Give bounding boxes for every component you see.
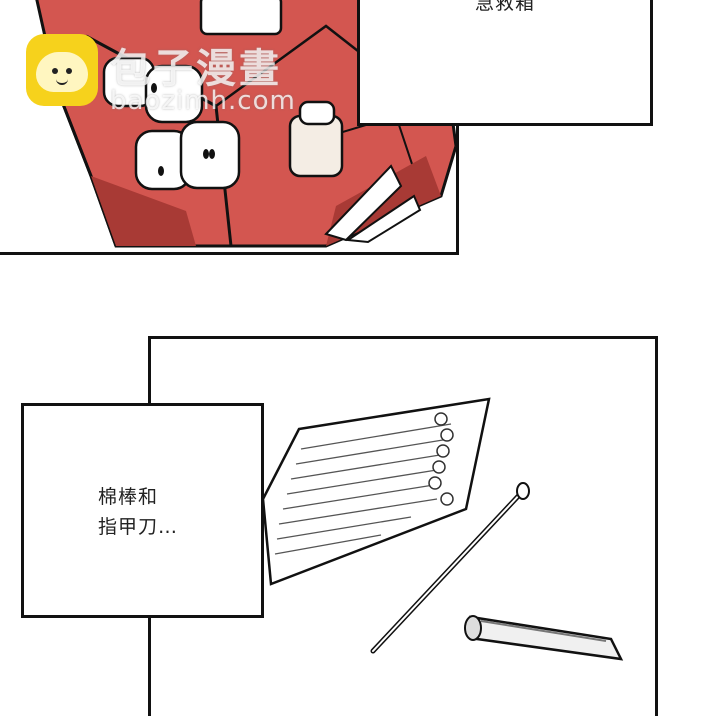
caption-box-left: 棉棒和 指甲刀… [21, 403, 264, 618]
first-aid-box-illustration [35, 0, 456, 248]
watermark-title: 包子漫畫 [110, 46, 282, 92]
watermark: 包子漫畫 baozimh.com [26, 34, 326, 124]
caption-text-first-aid: 急救箱 [474, 0, 535, 14]
bun-mascot-icon [26, 34, 98, 106]
caption-text-line2: 指甲刀… [98, 516, 179, 538]
caption-box-top: 急救箱 [357, 0, 653, 126]
swab-and-clipper-illustration [261, 397, 624, 661]
caption-text-line1: 棉棒和 [98, 486, 159, 508]
watermark-url: baozimh.com [110, 86, 296, 116]
